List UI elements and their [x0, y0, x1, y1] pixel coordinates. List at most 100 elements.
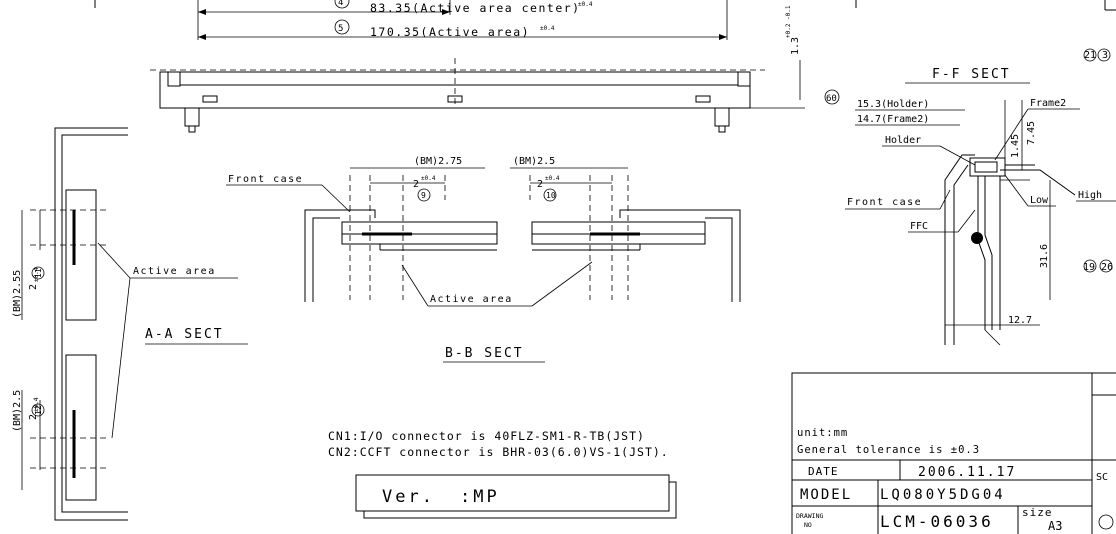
callout-circle	[417, 188, 431, 202]
side-dim-tol: +0.2 -0.1	[785, 5, 792, 38]
bb-left-tol: ±0.4	[421, 175, 436, 182]
callout-circle	[31, 403, 45, 417]
glass-left-top	[341, 221, 498, 235]
ff-ref-num: 60	[826, 94, 837, 104]
size-value: A3	[1048, 519, 1062, 533]
dim5-number: 5	[338, 24, 343, 34]
leader	[1004, 174, 1029, 207]
callout-circle	[1083, 48, 1097, 62]
top-view: 4 83.35(Active area center) ±0.4 5 170.3…	[94, 0, 1116, 133]
panel-upper	[65, 189, 97, 321]
slot	[695, 95, 711, 103]
title-block: unit:mm General tolerance is ±0.3 DATE 2…	[791, 372, 1116, 534]
side-tab	[167, 71, 181, 87]
slot	[202, 95, 218, 103]
version-shadow	[363, 481, 677, 519]
scale-label: SC	[1096, 472, 1108, 483]
side-tab	[737, 71, 751, 87]
leader	[111, 277, 131, 439]
bb-left-num: 9	[421, 191, 426, 200]
callout-circle	[334, 0, 350, 9]
bb-right-tol: ±0.4	[545, 175, 560, 182]
side-dim: 1.3	[790, 37, 801, 55]
callout-circle	[824, 89, 840, 105]
dim4-tolerance: ±0.4	[578, 1, 593, 8]
version-frame	[355, 474, 670, 512]
arrow-head	[198, 34, 206, 40]
bb-right-val: 2	[537, 179, 543, 190]
leader	[939, 145, 976, 166]
aa-dim1-val: 2	[28, 284, 39, 290]
callout-circle	[1097, 48, 1111, 62]
ff-dim-316: 31.6	[1039, 244, 1050, 268]
left-frame-inner	[312, 217, 340, 302]
bb-left-bm: (BM)2.75	[414, 156, 462, 167]
front-case-outline	[944, 154, 975, 345]
model-label: MODEL	[800, 487, 852, 503]
dim5-tolerance: ±0.4	[540, 25, 555, 32]
cn1-note: CN1:I/O connector is 40FLZ-SM1-R-TB(JST)	[328, 429, 645, 443]
callout-circle	[543, 188, 557, 202]
right-frame-inner	[705, 217, 733, 302]
bb-title: B-B SECT	[445, 346, 524, 361]
version-label: Ver.	[382, 487, 435, 507]
bb-sect: Front case (BM)2.75 2 ±0.4 9 (BM)2.5 2 ±…	[226, 156, 741, 363]
ff-right-marks: 19 26	[1083, 262, 1113, 273]
arrow-head	[198, 9, 206, 15]
leader	[957, 209, 976, 233]
ff-title: F-F SECT	[932, 67, 1011, 82]
hatch	[984, 329, 1001, 346]
bb-left-val: 2	[413, 179, 419, 190]
ff-sect: F-F SECT 60 15.3(Holder) 14.7(Frame2) Fr…	[824, 67, 1116, 346]
holder-block	[969, 157, 1006, 177]
ff-high: High	[1078, 190, 1102, 201]
aa-sect: (BM)2.55 2 ±0.4 11 (BM)2.5 2 ±0.4 12 Act…	[12, 127, 248, 521]
leg	[714, 107, 730, 127]
panel-lower	[65, 354, 97, 501]
dim4-text: 83.35(Active area center)	[370, 1, 581, 15]
drawing-label-2: NO	[804, 521, 812, 529]
left-frame	[304, 209, 376, 302]
arrow-head	[719, 34, 727, 40]
glass-right-top	[531, 221, 706, 235]
callout-circle	[334, 19, 350, 35]
ff-low: Low	[1030, 195, 1049, 206]
aa-dim2-bm: (BM)2.5	[12, 390, 23, 432]
aa-title: A-A SECT	[145, 327, 224, 342]
bb-front-case: Front case	[228, 174, 303, 185]
leader	[401, 264, 429, 307]
title-block-frame	[791, 372, 1116, 534]
leader	[939, 189, 951, 210]
aa-dim1-num: 11	[34, 268, 43, 278]
aa-dim1-bm: (BM)2.55	[12, 270, 23, 318]
right-frame	[619, 209, 741, 302]
ff-holder: Holder	[885, 135, 921, 146]
leg-tip	[718, 125, 726, 133]
leader	[531, 261, 593, 307]
holder-core	[974, 161, 998, 173]
leader	[994, 108, 1029, 161]
ffc-path	[977, 176, 986, 330]
ff-frame2: Frame2	[1030, 98, 1066, 109]
ffc-dot	[971, 232, 983, 244]
ff-dim-127: 12.7	[1008, 315, 1032, 326]
inner-frame	[61, 134, 128, 513]
dim4-number: 4	[338, 0, 343, 8]
leg	[184, 107, 200, 127]
ff-frame-dim: 14.7(Frame2)	[857, 114, 929, 125]
outer-frame	[54, 127, 128, 521]
glass-left-bottom	[341, 233, 498, 245]
size-label: size	[1022, 506, 1053, 519]
bb-right-num: 10	[546, 191, 556, 200]
ff-dim-145: 1.45	[1010, 134, 1021, 158]
drawing-value: LCM-06036	[880, 512, 994, 531]
arrow-head	[442, 9, 450, 15]
high-line	[1000, 169, 1076, 196]
front-case-inner	[953, 164, 969, 345]
ffc-path	[984, 176, 993, 330]
aa-dim1-tol: ±0.4	[33, 267, 40, 282]
connector-notes: CN1:I/O connector is 40FLZ-SM1-R-TB(JST)…	[328, 429, 668, 459]
ff-front-case: Front case	[847, 197, 922, 208]
leg-tip	[188, 125, 196, 133]
